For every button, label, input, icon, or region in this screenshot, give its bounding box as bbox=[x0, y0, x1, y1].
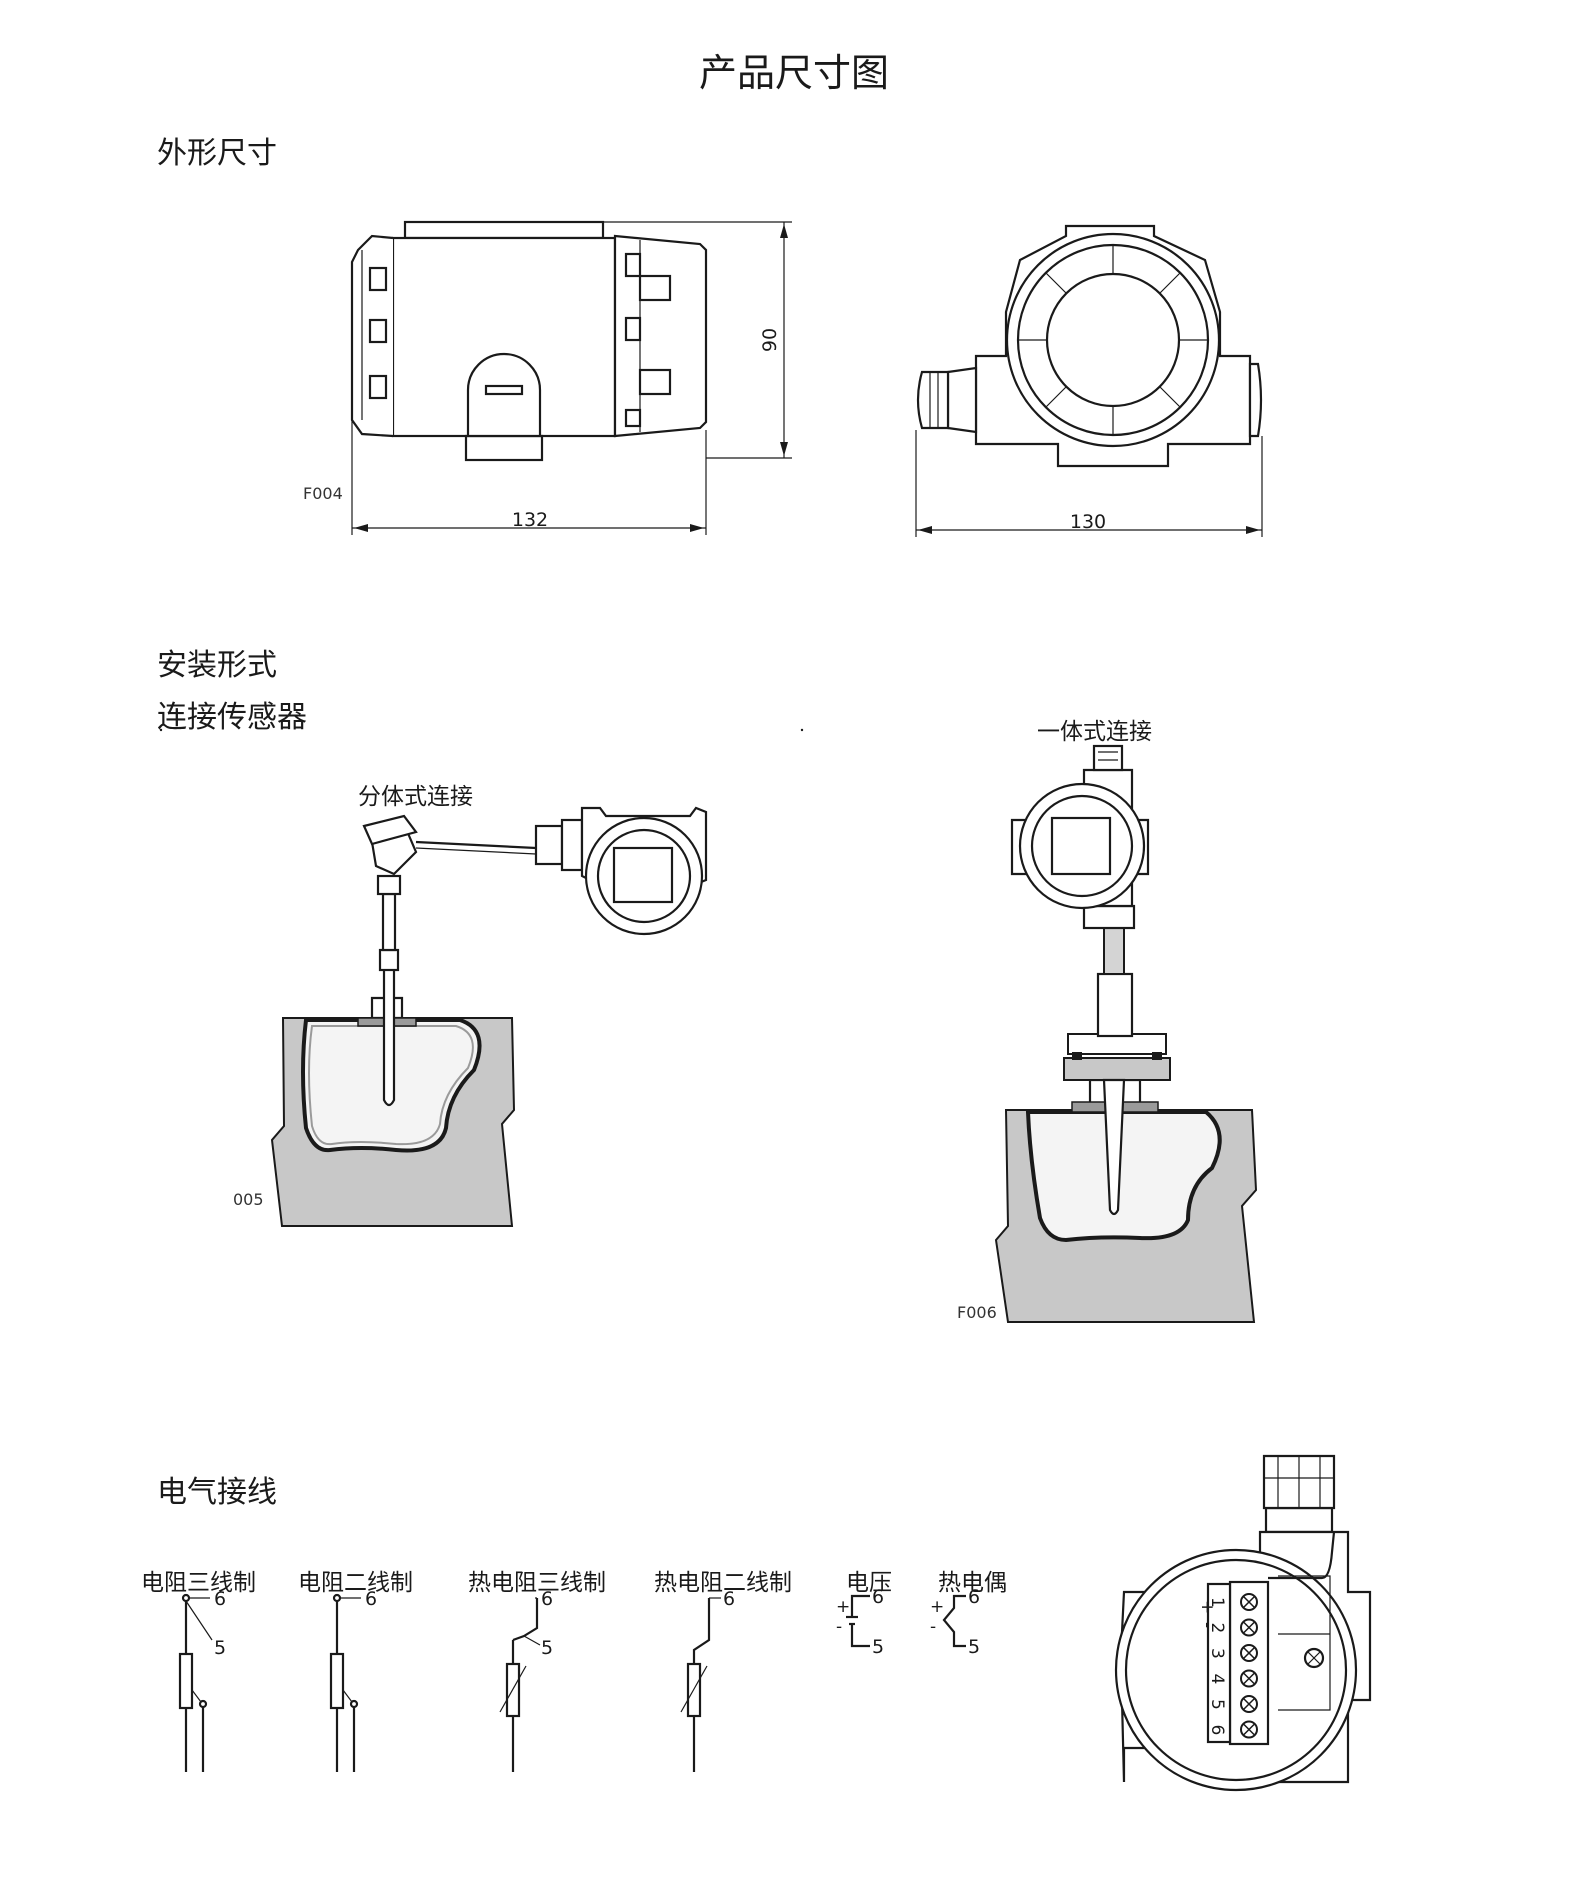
terminal-number-6: 6 bbox=[1207, 1725, 1227, 1736]
terminal-number-5: 5 bbox=[1207, 1699, 1227, 1710]
thermocouple-minus-sign: - bbox=[930, 1617, 936, 1637]
terminal-5-resistor-3wire: 5 bbox=[214, 1637, 226, 1659]
wiring-label-resistor-3wire: 电阻三线制 bbox=[141, 1570, 256, 1596]
terminal-5-thermocouple: 5 bbox=[968, 1636, 980, 1658]
terminal-6-rtd-2wire: 6 bbox=[723, 1588, 735, 1610]
section-title-wiring: 电气接线 bbox=[157, 1475, 277, 1510]
terminal-screw-slot bbox=[1242, 1646, 1256, 1660]
dimension-lines-front bbox=[915, 430, 1263, 537]
terminal-5-rtd-3wire: 5 bbox=[541, 1637, 553, 1659]
terminal-number-2: 2 bbox=[1207, 1623, 1227, 1634]
terminal-number-3: 3 bbox=[1207, 1648, 1227, 1659]
thermocouple-plus-sign: + bbox=[930, 1597, 944, 1617]
split-connection-label: 分体式连接 bbox=[358, 784, 473, 810]
wiring-diagram-thermocouple bbox=[942, 1594, 966, 1648]
stray-mark bbox=[800, 728, 804, 732]
dimension-front-width: 130 bbox=[1070, 511, 1106, 533]
dimension-side-width: 132 bbox=[512, 509, 548, 531]
section-title-sensor-connection: 连接传感器 bbox=[157, 700, 307, 735]
figure-code-integrated: F006 bbox=[957, 1303, 997, 1322]
wiring-label-resistor-2wire: 电阻二线制 bbox=[298, 1570, 413, 1596]
terminal-number-4: 4 bbox=[1207, 1674, 1227, 1685]
wiring-label-rtd-2wire: 热电阻二线制 bbox=[654, 1570, 792, 1596]
terminal-screw-slot bbox=[1242, 1595, 1256, 1609]
terminal-number-1: 1 bbox=[1207, 1597, 1227, 1608]
figure-code-dimensions: F004 bbox=[303, 484, 343, 503]
split-installation-drawing bbox=[270, 806, 708, 1227]
stray-mark bbox=[159, 728, 163, 732]
wiring-diagram-resistor-2wire bbox=[329, 1593, 361, 1772]
section-title-dimensions: 外形尺寸 bbox=[157, 136, 277, 171]
housing-side-view bbox=[350, 220, 708, 462]
terminal-screw-slot bbox=[1242, 1671, 1256, 1686]
voltage-plus-sign: + bbox=[836, 1597, 850, 1617]
terminal-minus-sign: - bbox=[1197, 1622, 1217, 1628]
terminal-numbers: 1 2 3 4 5 6 bbox=[1207, 1597, 1227, 1735]
wiring-label-rtd-3wire: 热电阻三线制 bbox=[468, 1570, 606, 1596]
terminal-6-voltage: 6 bbox=[872, 1586, 884, 1608]
terminal-6-resistor-2wire: 6 bbox=[365, 1588, 377, 1610]
section-title-installation: 安装形式 bbox=[157, 648, 277, 683]
figure-code-split: 005 bbox=[233, 1190, 264, 1209]
terminal-6-rtd-3wire: 6 bbox=[541, 1588, 553, 1610]
terminal-plus-sign: + bbox=[1197, 1600, 1217, 1614]
wiring-diagram-rtd-3wire bbox=[499, 1597, 541, 1772]
voltage-minus-sign: - bbox=[836, 1617, 842, 1637]
terminal-screw-slot bbox=[1242, 1697, 1256, 1711]
wiring-diagram-resistor-3wire bbox=[178, 1593, 213, 1772]
terminal-screw-slot bbox=[1242, 1722, 1256, 1737]
terminal-screws bbox=[1240, 1593, 1258, 1739]
dimension-height: 90 bbox=[759, 328, 781, 352]
terminal-6-thermocouple: 6 bbox=[968, 1586, 980, 1608]
ground-screw-icon bbox=[1303, 1647, 1325, 1669]
wiring-label-voltage: 电压 bbox=[846, 1570, 892, 1596]
wiring-diagram-voltage bbox=[846, 1594, 870, 1648]
integrated-installation-drawing bbox=[994, 744, 1258, 1323]
terminal-enclosure-drawing bbox=[1114, 1454, 1372, 1792]
wiring-label-thermocouple: 热电偶 bbox=[938, 1570, 1007, 1596]
dimension-lines-side bbox=[351, 221, 792, 535]
page-title: 产品尺寸图 bbox=[698, 51, 889, 95]
terminal-6-resistor-3wire: 6 bbox=[214, 1588, 226, 1610]
terminal-screw-slot bbox=[1242, 1620, 1256, 1635]
housing-front-view bbox=[916, 224, 1263, 468]
integrated-connection-label: 一体式连接 bbox=[1037, 719, 1152, 745]
wiring-diagram-rtd-2wire bbox=[680, 1597, 721, 1772]
terminal-5-voltage: 5 bbox=[872, 1636, 884, 1658]
